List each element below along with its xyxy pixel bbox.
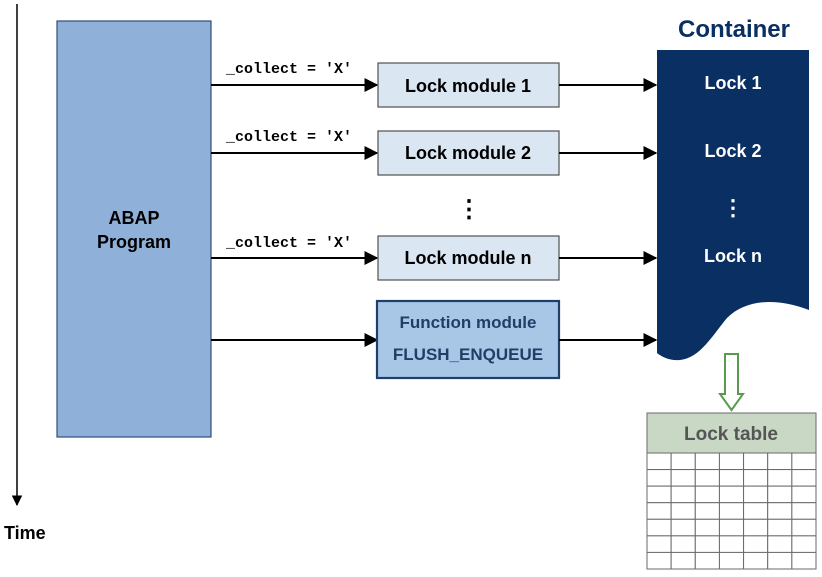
lock-table-cell	[791, 518, 817, 537]
lock-table-cell	[670, 535, 696, 553]
lock-table-cell	[718, 502, 745, 520]
lock-table-header	[646, 412, 817, 454]
lock-table-cell	[743, 535, 769, 553]
modules-ellipsis: ⋮	[457, 196, 481, 223]
lock-table-cell	[670, 469, 696, 487]
collect-param-label: _collect = 'X'	[225, 61, 352, 78]
lock-table-cell	[767, 469, 793, 487]
lock-table-cell	[767, 518, 793, 537]
call-row-2: _collect = 'X' Lock module 2	[211, 129, 658, 176]
lock-table-cell	[718, 452, 745, 471]
lock-table-cell	[743, 452, 769, 471]
time-axis: Time	[4, 4, 46, 543]
lock-table-cell	[646, 518, 672, 537]
flush-enqueue-row: Function module FLUSH_ENQUEUE	[211, 299, 658, 380]
lock-table-cell	[670, 518, 696, 537]
abap-program-block: ABAP Program	[56, 20, 212, 438]
lock-module-label: Lock module 2	[405, 143, 531, 163]
lock-table-cell	[767, 535, 793, 553]
lock-table-cell	[694, 518, 720, 537]
lock-table-cell	[646, 485, 672, 504]
lock-table-cell	[694, 535, 720, 553]
lock-table-cell	[718, 485, 745, 504]
abap-program-label-line2: Program	[97, 232, 171, 252]
abap-program-label-line1: ABAP	[108, 208, 159, 228]
lock-table-cell	[694, 551, 720, 570]
container-lock-label: Lock n	[704, 246, 762, 266]
container: Container Lock 1 Lock 2 ⋮ Lock n	[657, 16, 809, 361]
lock-table-cell	[767, 551, 793, 570]
lock-table-cell	[646, 551, 672, 570]
container-title: Container	[678, 16, 790, 43]
lock-table-cell	[694, 485, 720, 504]
lock-table-cell	[718, 469, 745, 487]
lock-table-cell	[767, 452, 793, 471]
lock-table-cell	[743, 502, 769, 520]
lock-module-box	[377, 62, 560, 108]
lock-table-cell	[694, 502, 720, 520]
lock-table-cell	[718, 535, 745, 553]
call-row-n: _collect = 'X' Lock module n	[211, 235, 658, 281]
lock-table: Lock table	[646, 412, 817, 570]
lock-table-cell	[670, 551, 696, 570]
lock-table-cell	[743, 518, 769, 537]
function-module-label: Function module	[400, 313, 537, 332]
function-module-name: FLUSH_ENQUEUE	[393, 345, 543, 364]
collect-param-label: _collect = 'X'	[225, 129, 352, 146]
lock-table-cell	[791, 485, 817, 504]
lock-table-cell	[767, 485, 793, 504]
lock-table-grid	[646, 452, 817, 570]
lock-table-title: Lock table	[684, 424, 778, 445]
lock-module-label: Lock module n	[404, 248, 531, 268]
lock-table-cell	[718, 551, 745, 570]
lock-table-cell	[694, 469, 720, 487]
lock-table-cell	[670, 485, 696, 504]
call-row-1: _collect = 'X' Lock module 1	[211, 61, 658, 108]
lock-table-cell	[791, 551, 817, 570]
lock-table-cell	[718, 518, 745, 537]
container-lock-label: Lock 1	[704, 73, 761, 93]
lock-table-cell	[791, 502, 817, 520]
lock-module-box	[377, 130, 560, 176]
lock-table-cell	[743, 485, 769, 504]
lock-table-cell	[670, 452, 696, 471]
container-shape	[657, 50, 809, 361]
transfer-down-arrow-icon	[718, 353, 745, 412]
lock-table-cell	[767, 502, 793, 520]
container-ellipsis: ⋮	[722, 195, 744, 220]
lock-table-cell	[646, 452, 672, 471]
lock-table-cell	[670, 502, 696, 520]
container-lock-label: Lock 2	[704, 141, 761, 161]
lock-table-cell	[646, 535, 672, 553]
lock-table-cell	[791, 452, 817, 471]
lock-table-cell	[743, 551, 769, 570]
lock-table-cell	[646, 469, 672, 487]
abap-program-box	[56, 20, 212, 438]
lock-table-cell	[694, 452, 720, 471]
time-axis-label: Time	[4, 523, 46, 543]
lock-table-cell	[791, 469, 817, 487]
lock-table-cell	[646, 502, 672, 520]
lock-module-label: Lock module 1	[405, 76, 531, 96]
lock-table-cell	[791, 535, 817, 553]
lock-table-cell	[743, 469, 769, 487]
collect-param-label: _collect = 'X'	[225, 235, 352, 252]
